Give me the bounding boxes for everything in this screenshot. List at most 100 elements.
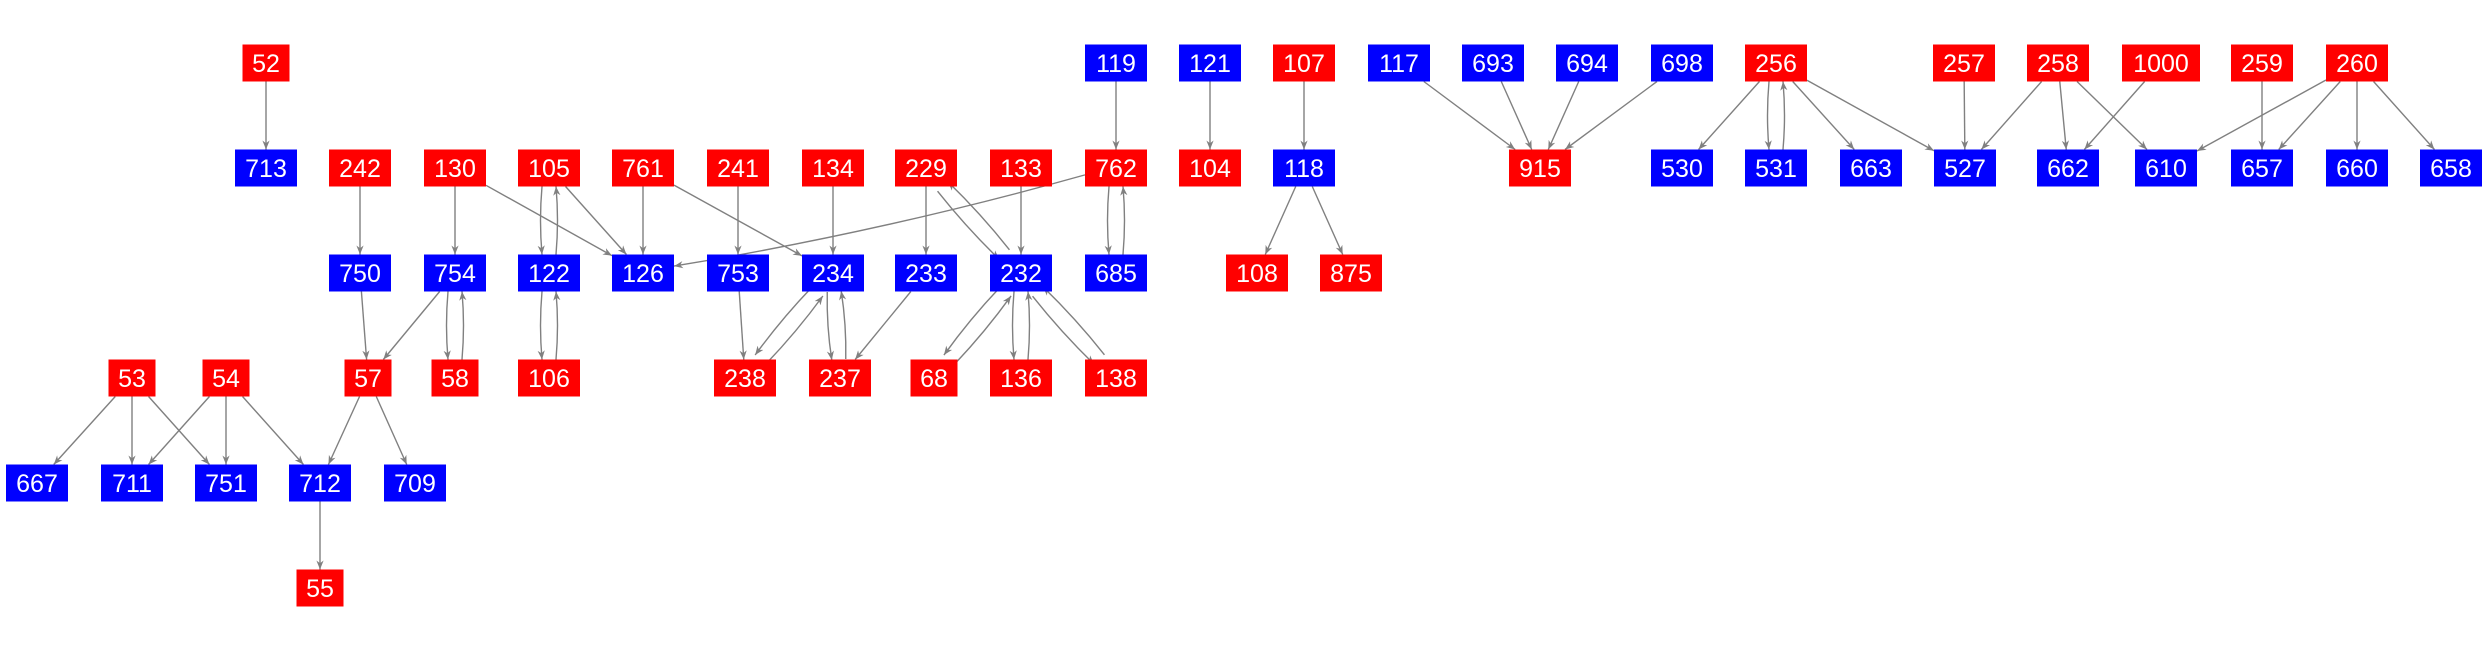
edge-138-to-232 xyxy=(1042,286,1105,356)
node-133: 133 xyxy=(990,149,1052,187)
edge-58-to-754 xyxy=(459,291,467,360)
node-box xyxy=(990,359,1052,397)
edge-754-to-58 xyxy=(443,291,451,360)
edge-762-to-685 xyxy=(1104,186,1112,255)
node-667: 667 xyxy=(6,464,68,502)
node-box xyxy=(195,464,257,502)
node-119: 119 xyxy=(1085,44,1147,82)
node-label: 54 xyxy=(212,365,240,393)
node-box xyxy=(1179,44,1241,82)
node-136: 136 xyxy=(990,359,1052,397)
node-label: 658 xyxy=(2430,155,2472,183)
node-label: 134 xyxy=(812,155,854,183)
node-label: 229 xyxy=(905,155,947,183)
node-713: 713 xyxy=(235,149,297,187)
node-box xyxy=(2326,44,2388,82)
node-233: 233 xyxy=(895,254,957,292)
node-label: 104 xyxy=(1189,155,1231,183)
node-box xyxy=(235,149,297,187)
edge-54-to-712 xyxy=(242,396,304,465)
node-label: 610 xyxy=(2145,155,2187,183)
node-52: 52 xyxy=(242,44,290,82)
node-694: 694 xyxy=(1556,44,1618,82)
node-label: 138 xyxy=(1095,365,1137,393)
edge-106-to-122 xyxy=(553,291,561,360)
node-54: 54 xyxy=(202,359,250,397)
node-label: 107 xyxy=(1283,50,1325,78)
node-box xyxy=(2420,149,2482,187)
node-label: 234 xyxy=(812,260,854,288)
node-box xyxy=(424,149,486,187)
node-label: 258 xyxy=(2037,50,2079,78)
node-label: 119 xyxy=(1096,50,1136,78)
node-label: 1000 xyxy=(2133,50,2189,78)
node-753: 753 xyxy=(707,254,769,292)
node-box xyxy=(1085,149,1147,187)
edge-694-to-915 xyxy=(1547,81,1580,150)
edge-258-to-610 xyxy=(2076,80,2148,151)
edge-258-to-662 xyxy=(2059,81,2069,150)
node-box xyxy=(329,149,391,187)
edge-229-to-232 xyxy=(936,190,1000,260)
node-55: 55 xyxy=(296,569,344,607)
edge-256-to-531 xyxy=(1764,81,1772,150)
node-box xyxy=(2027,44,2089,82)
node-box xyxy=(1085,359,1147,397)
node-box xyxy=(1179,149,1241,187)
edge-234-to-238 xyxy=(754,286,813,356)
node-label: 915 xyxy=(1519,155,1561,183)
node-762: 762 xyxy=(1085,149,1147,187)
node-label: 242 xyxy=(339,155,381,183)
edge-53-to-667 xyxy=(53,396,116,465)
node-box xyxy=(2231,149,2293,187)
node-box xyxy=(1509,149,1571,187)
node-label: 711 xyxy=(112,470,152,498)
edge-233-to-237 xyxy=(854,291,912,360)
node-711: 711 xyxy=(101,464,163,502)
node-238: 238 xyxy=(714,359,776,397)
node-121: 121 xyxy=(1179,44,1241,82)
edge-234-to-237 xyxy=(826,291,834,361)
node-box xyxy=(518,359,580,397)
node-229: 229 xyxy=(895,149,957,187)
node-58: 58 xyxy=(431,359,479,397)
node-box xyxy=(1226,254,1288,292)
edge-256-to-527 xyxy=(1806,79,1935,152)
edge-118-to-108 xyxy=(1264,186,1297,255)
edge-68-to-232 xyxy=(954,295,1012,365)
node-531: 531 xyxy=(1745,149,1807,187)
node-label: 136 xyxy=(1000,365,1042,393)
node-label: 712 xyxy=(299,470,341,498)
node-label: 105 xyxy=(528,155,570,183)
node-label: 126 xyxy=(622,260,664,288)
node-box xyxy=(2231,44,2293,82)
node-box xyxy=(6,464,68,502)
node-box xyxy=(707,254,769,292)
edge-122-to-105 xyxy=(553,186,561,255)
node-box xyxy=(1933,44,1995,82)
node-label: 762 xyxy=(1095,155,1137,183)
node-698: 698 xyxy=(1651,44,1713,82)
node-box xyxy=(1085,44,1147,82)
node-662: 662 xyxy=(2037,149,2099,187)
edge-232-to-229 xyxy=(947,181,1010,251)
node-label: 233 xyxy=(905,260,947,288)
node-106: 106 xyxy=(518,359,580,397)
node-122: 122 xyxy=(518,254,580,292)
edge-753-to-238 xyxy=(738,291,747,360)
node-box xyxy=(1320,254,1382,292)
edge-232-to-136 xyxy=(1009,291,1017,360)
node-label: 133 xyxy=(1000,155,1042,183)
node-label: 237 xyxy=(819,365,861,393)
edge-260-to-657 xyxy=(2278,81,2341,150)
node-693: 693 xyxy=(1462,44,1524,82)
node-label: 68 xyxy=(920,365,948,393)
node-box xyxy=(202,359,250,397)
node-label: 122 xyxy=(528,260,570,288)
node-label: 241 xyxy=(717,155,759,183)
node-257: 257 xyxy=(1933,44,1995,82)
node-label: 130 xyxy=(434,155,476,183)
edge-136-to-232 xyxy=(1025,291,1033,360)
node-box xyxy=(289,464,351,502)
